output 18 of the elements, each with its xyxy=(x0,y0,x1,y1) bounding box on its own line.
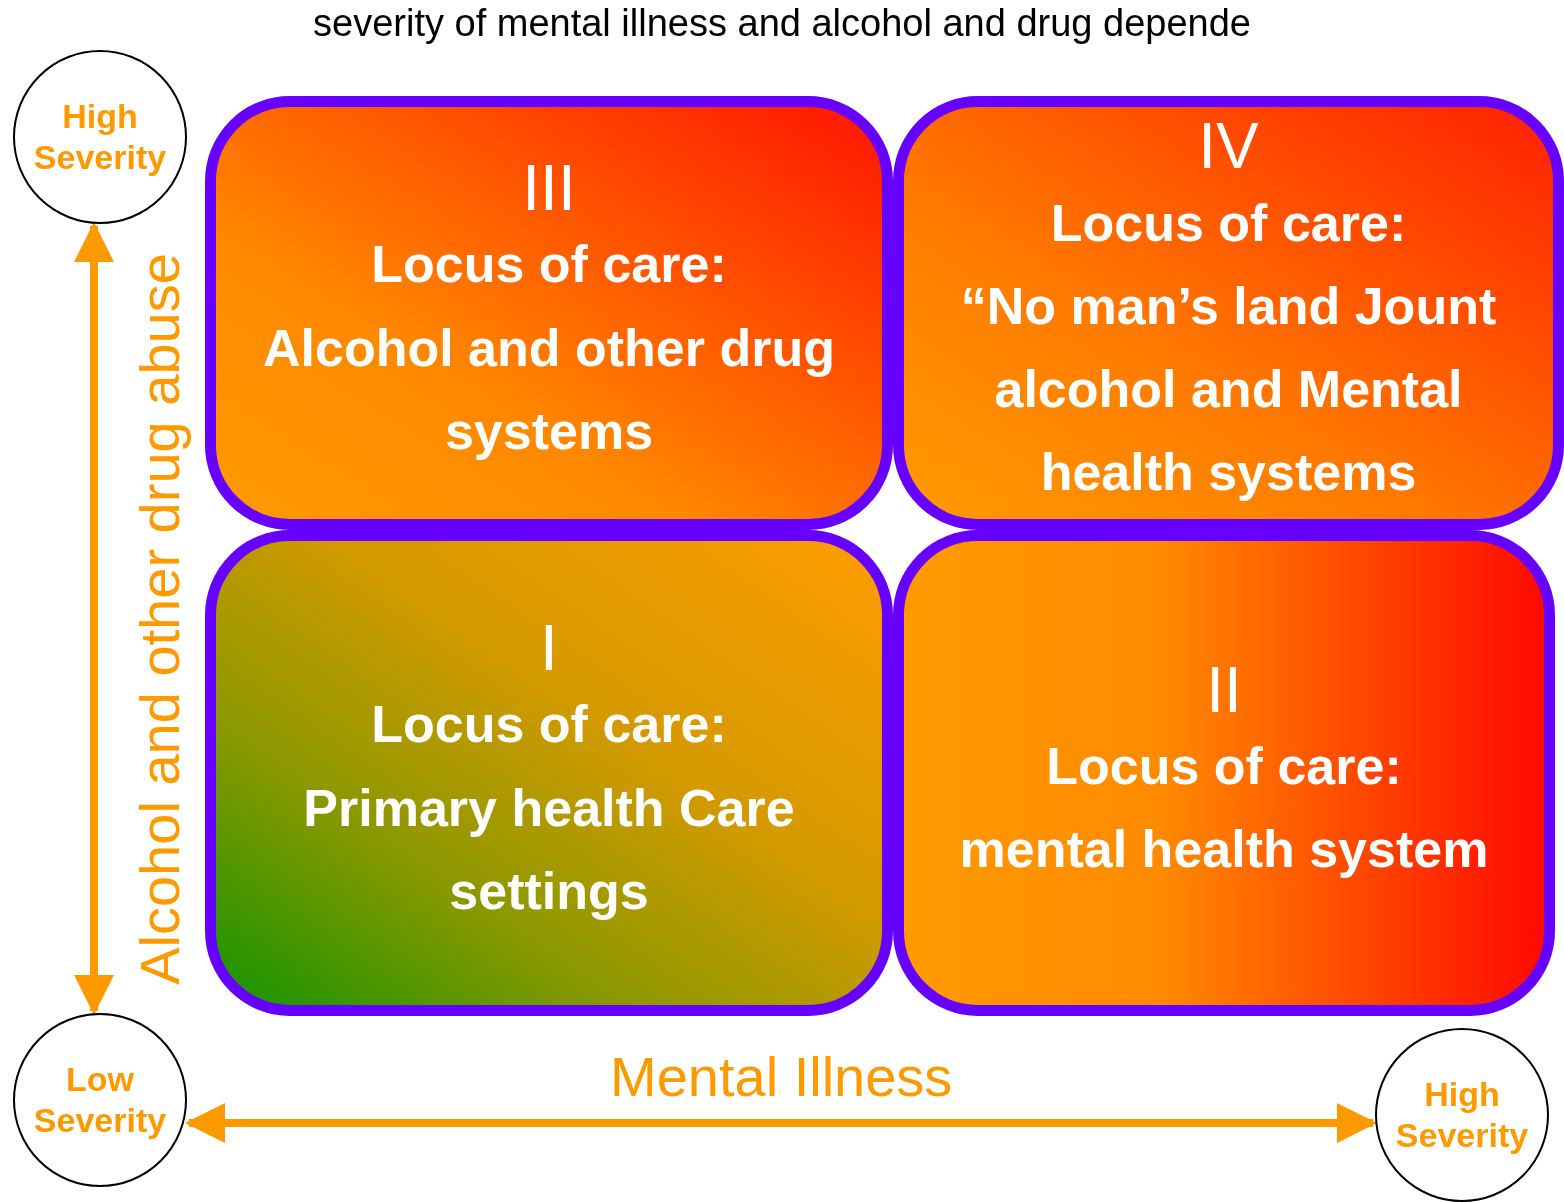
quadrant-number: II xyxy=(1206,654,1242,725)
severity-label: High Severity xyxy=(1394,1074,1530,1156)
quadrant-number: III xyxy=(522,153,576,224)
double-arrow xyxy=(74,222,114,1015)
double-arrow xyxy=(185,1103,1377,1143)
severity-label: Low Severity xyxy=(32,1059,168,1141)
severity-label: High Severity xyxy=(32,96,168,178)
quadrant-heading: Locus of care: xyxy=(1046,736,1402,797)
quadrant-text: “No man’s land Jount alcohol and Mental health systems xyxy=(959,276,1498,504)
quadrant-number: IV xyxy=(1198,111,1259,182)
quadrant-heading: Locus of care: xyxy=(371,694,727,756)
quadrant-text: Alcohol and other drug systems xyxy=(262,317,836,462)
quadrant-text: Primary health Care settings xyxy=(302,777,796,922)
quadrant-number: I xyxy=(540,613,558,684)
quadrant-heading: Locus of care: xyxy=(371,234,727,296)
title: severity of mental illness and alcohol and drug depende xyxy=(312,2,1252,46)
quadrant-text: mental health system xyxy=(959,819,1489,881)
quadrant-heading: Locus of care: xyxy=(1050,192,1407,254)
